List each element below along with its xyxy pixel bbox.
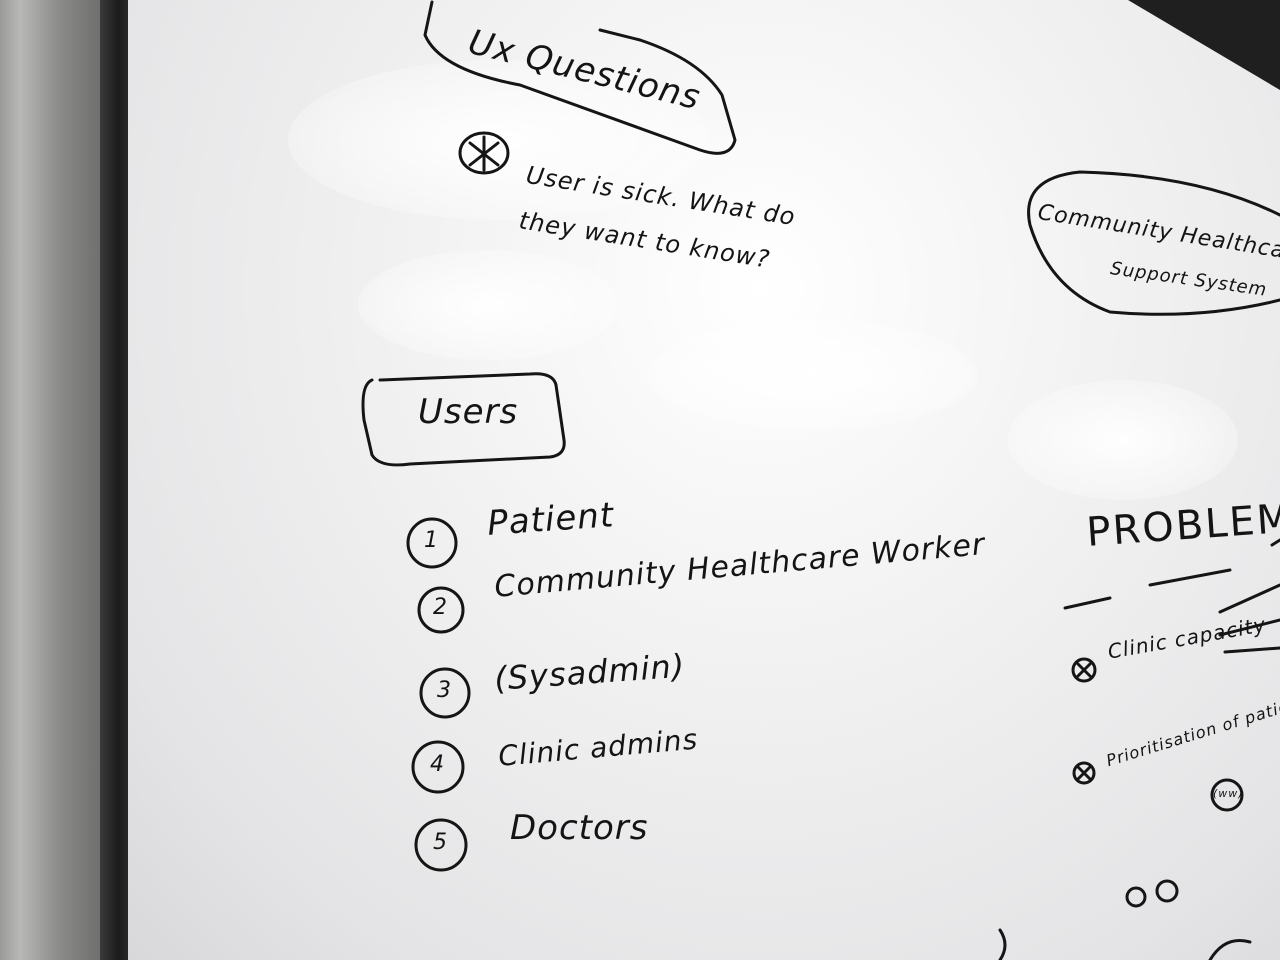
user-item-doctors: Doctors	[510, 808, 649, 848]
whiteboard	[128, 0, 1280, 960]
users-title: Users	[418, 392, 519, 432]
user-number-4: 4	[430, 752, 445, 777]
light-glare	[1008, 380, 1238, 500]
user-number-5: 5	[433, 830, 448, 855]
user-number-2: 2	[433, 595, 448, 620]
light-glare	[358, 250, 618, 360]
light-glare	[648, 320, 978, 430]
face-doodle-label: (ww)	[1213, 787, 1244, 800]
user-number-3: 3	[437, 678, 452, 703]
user-number-1: 1	[424, 528, 439, 553]
whiteboard-frame-left	[100, 0, 130, 960]
